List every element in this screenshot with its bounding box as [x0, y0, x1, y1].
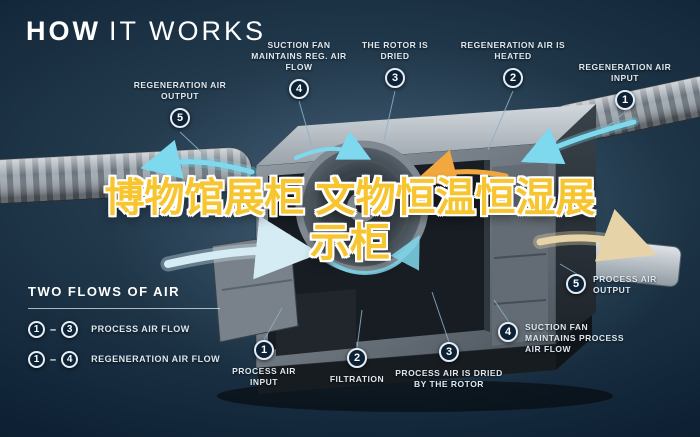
callout-badge: 3: [385, 68, 405, 89]
callout-process-air-input: PROCESS AIR INPUT 1: [222, 340, 306, 388]
callout-filtration: FILTRATION 2: [316, 348, 398, 385]
legend-badge-from: 1: [28, 351, 45, 368]
callout-label: SUCTION FAN MAINTAINS PROCESS AIR FLOW: [525, 322, 625, 355]
callout-label: PROCESS AIR IS DRIED BY THE ROTOR: [395, 368, 503, 390]
overlay-line-2: 示柜: [310, 220, 390, 265]
callout-process-air-dried: PROCESS AIR IS DRIED BY THE ROTOR 3: [394, 342, 504, 390]
callout-badge: 2: [503, 68, 523, 89]
callout-badge: 2: [347, 348, 367, 368]
legend-divider: [28, 308, 220, 309]
callout-process-air-output: 5 PROCESS AIR OUTPUT: [566, 274, 686, 296]
callout-suction-fan-reg: SUCTION FAN MAINTAINS REG. AIR FLOW 4: [243, 40, 355, 100]
legend-dash: –: [50, 353, 57, 366]
callout-badge: 4: [498, 322, 518, 342]
legend-badge-from: 1: [28, 321, 45, 338]
callout-label: FILTRATION: [329, 374, 385, 384]
overlay-line-1: 博物馆展柜 文物恒温恒湿展: [104, 176, 596, 220]
legend: TWO FLOWS OF AIR 1 – 3 PROCESS AIR FLOW …: [28, 284, 228, 381]
chinese-overlay: 博物馆展柜 文物恒温恒湿展 示柜: [0, 176, 700, 266]
title-word-it-works: IT WORKS: [108, 16, 266, 46]
legend-badge-to: 3: [61, 321, 79, 338]
legend-row-regeneration: 1 – 4 REGENERATION AIR FLOW: [28, 351, 228, 368]
title-word-how: HOW: [26, 16, 101, 46]
callout-badge: 3: [439, 342, 459, 362]
callout-regeneration-air-output: REGENERATION AIR OUTPUT 5: [128, 80, 232, 129]
callout-badge: 1: [254, 340, 274, 360]
callout-label: THE ROTOR IS DRIED: [361, 40, 429, 62]
callout-badge: 5: [170, 108, 190, 129]
callout-label: REGENERATION AIR INPUT: [578, 62, 672, 84]
callout-suction-fan-process: 4 SUCTION FAN MAINTAINS PROCESS AIR FLOW: [498, 322, 632, 355]
callout-regeneration-heated: REGENERATION AIR IS HEATED 2: [460, 40, 566, 89]
callout-label: REGENERATION AIR IS HEATED: [460, 40, 566, 62]
callout-lines: [179, 90, 626, 349]
airflow-arrows: [140, 117, 658, 280]
callout-regeneration-air-input: REGENERATION AIR INPUT 1: [576, 62, 674, 111]
callout-badge: 5: [566, 274, 586, 294]
callout-badge: 1: [615, 90, 635, 111]
legend-row-process: 1 – 3 PROCESS AIR FLOW: [28, 321, 228, 338]
callout-label: PROCESS AIR INPUT: [232, 366, 296, 388]
legend-label: PROCESS AIR FLOW: [91, 323, 190, 334]
callout-badge: 4: [289, 79, 309, 100]
legend-label: REGENERATION AIR FLOW: [91, 353, 221, 364]
legend-badge-to: 4: [61, 351, 79, 368]
callout-label: PROCESS AIR OUTPUT: [593, 274, 657, 296]
legend-dash: –: [50, 323, 57, 336]
callout-label: SUCTION FAN MAINTAINS REG. AIR FLOW: [251, 40, 347, 73]
legend-heading: TWO FLOWS OF AIR: [28, 284, 181, 299]
callout-label: REGENERATION AIR OUTPUT: [133, 80, 227, 102]
callout-rotor-dried: THE ROTOR IS DRIED 3: [352, 40, 438, 89]
